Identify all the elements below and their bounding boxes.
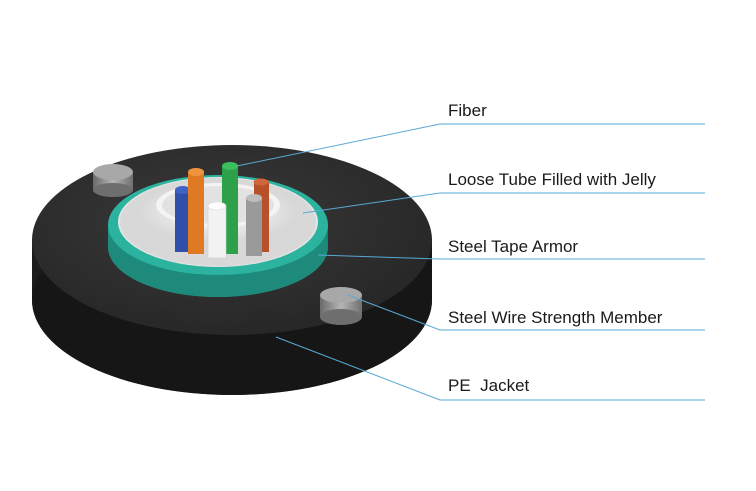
label-fiber: Fiber: [448, 101, 487, 120]
leader-line-pe-jacket: [275, 336, 705, 401]
fiber-orange: [188, 168, 204, 254]
fiber-gray: [246, 194, 262, 256]
label-pe-jacket: PE Jacket: [448, 376, 530, 395]
fibers: [175, 162, 269, 259]
steel-wire-strength-member-right: [320, 287, 362, 325]
leader-line-fiber: [236, 123, 705, 167]
label-steel-wire-strength-member: Steel Wire Strength Member: [448, 308, 663, 327]
leader-line-steel-wire: [347, 294, 705, 331]
leader-line-steel-tape: [317, 254, 705, 260]
fiber-blue: [175, 186, 191, 252]
steel-wire-strength-member-left: [93, 164, 133, 197]
leader-line-loose-tube: [302, 192, 705, 214]
fiber-white: [207, 201, 227, 259]
label-steel-tape-armor: Steel Tape Armor: [448, 237, 579, 256]
label-loose-tube: Loose Tube Filled with Jelly: [448, 170, 656, 189]
leader-lines: [236, 123, 705, 401]
